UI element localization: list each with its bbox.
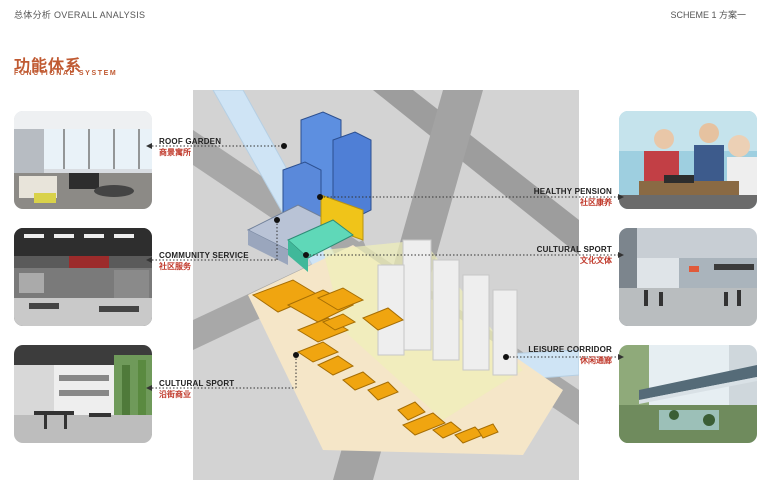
label-leisure-corridor-cn: 休闲通廊 xyxy=(580,356,612,365)
label-roof-garden-en: ROOF GARDEN xyxy=(159,137,222,146)
label-roof-garden: ROOF GARDEN 商景寓所 xyxy=(159,136,221,158)
section-title: 功能体系 xyxy=(14,58,83,75)
label-cultural-sport-left-en: CULTURAL SPORT xyxy=(159,379,235,388)
label-cultural-sport-right-cn: 文化文体 xyxy=(580,256,612,265)
label-cultural-sport-left: CULTURAL SPORT 沿街商业 xyxy=(159,378,234,400)
roof-garden-photo xyxy=(14,111,152,209)
cultural-sport-photo xyxy=(619,228,757,326)
section-subtitle: FUNCTIONAL SYSTEM xyxy=(14,70,118,77)
label-healthy-pension: HEALTHY PENSION 社区康养 xyxy=(534,186,612,208)
label-cultural-sport-right-en: CULTURAL SPORT xyxy=(536,245,612,254)
header-right: SCHEME 1 方案一 xyxy=(670,10,746,20)
label-community-service: COMMUNITY SERVICE 社区服务 xyxy=(159,250,249,272)
label-roof-garden-cn: 商景寓所 xyxy=(159,148,191,157)
label-healthy-pension-en: HEALTHY PENSION xyxy=(533,187,612,196)
label-leisure-corridor: LEISURE CORRIDOR 休闲通廊 xyxy=(528,344,612,366)
healthy-pension-photo xyxy=(619,111,757,209)
header-left: 总体分析 OVERALL ANALYSIS xyxy=(14,10,146,20)
leisure-corridor-photo xyxy=(619,345,757,443)
label-healthy-pension-cn: 社区康养 xyxy=(580,198,612,207)
street-commerce-photo xyxy=(14,345,152,443)
site-plan-map xyxy=(193,90,579,480)
community-service-photo xyxy=(14,228,152,326)
label-community-service-en: COMMUNITY SERVICE xyxy=(159,251,249,260)
label-community-service-cn: 社区服务 xyxy=(159,262,191,271)
label-cultural-sport-right: CULTURAL SPORT 文化文体 xyxy=(537,244,612,266)
label-cultural-sport-left-cn: 沿街商业 xyxy=(159,390,191,399)
label-leisure-corridor-en: LEISURE CORRIDOR xyxy=(528,345,612,354)
